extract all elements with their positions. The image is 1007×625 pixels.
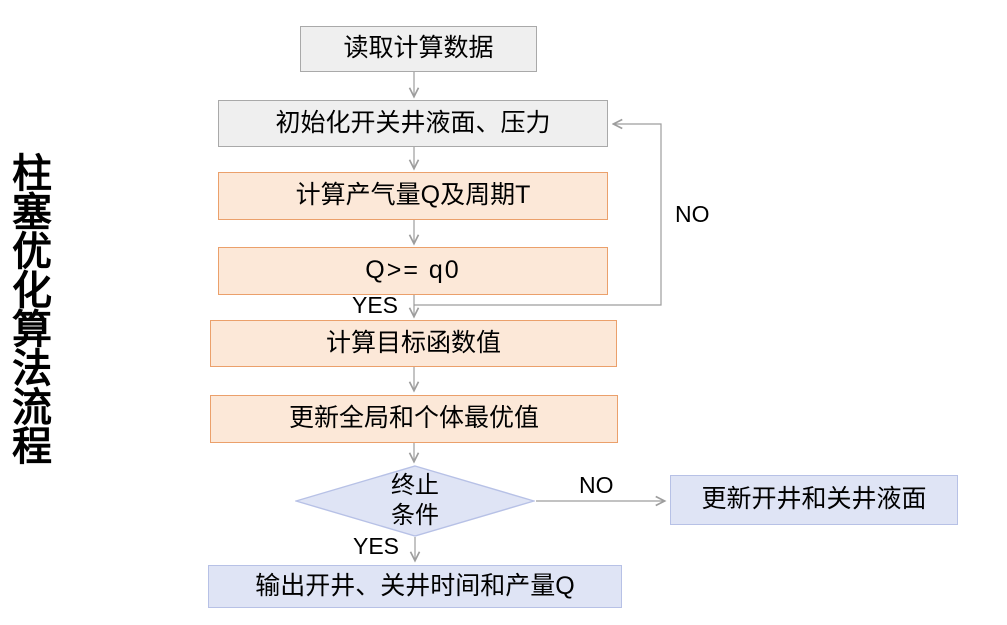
diamond-shape-icon bbox=[295, 465, 535, 537]
diagram-title: 柱塞优化算法流程 bbox=[6, 152, 50, 464]
node-initialize: 初始化开关井液面、压力 bbox=[218, 100, 608, 147]
node-terminate-decision: 终止 条件 bbox=[295, 465, 535, 537]
node-terminate-decision-label: 终止 条件 bbox=[391, 472, 439, 529]
node-compute-gas: 计算产气量Q及周期T bbox=[218, 172, 608, 220]
node-update-best-label: 更新全局和个体最优值 bbox=[288, 404, 539, 433]
node-check-q-threshold: Q>= q0 bbox=[218, 247, 608, 295]
node-initialize-label: 初始化开关井液面、压力 bbox=[275, 108, 551, 137]
node-compute-gas-label: 计算产气量Q及周期T bbox=[295, 181, 531, 210]
node-output-results: 输出开井、关井时间和产量Q bbox=[208, 565, 622, 608]
node-update-liquid-levels-label: 更新开井和关井液面 bbox=[701, 485, 927, 514]
node-output-results-label: 输出开井、关井时间和产量Q bbox=[255, 571, 575, 600]
node-update-liquid-levels: 更新开井和关井液面 bbox=[670, 475, 958, 525]
node-read-data-label: 读取计算数据 bbox=[343, 34, 494, 63]
node-objective-function: 计算目标函数值 bbox=[210, 320, 617, 367]
node-check-q-threshold-label: Q>= q0 bbox=[365, 256, 461, 285]
edge-label-checkq-yes: YES bbox=[352, 292, 399, 318]
node-read-data: 读取计算数据 bbox=[300, 26, 537, 72]
edge-label-terminate-no: NO bbox=[579, 472, 614, 498]
edge-label-checkq-no: NO bbox=[675, 201, 710, 227]
node-update-best: 更新全局和个体最优值 bbox=[210, 395, 618, 443]
node-objective-function-label: 计算目标函数值 bbox=[325, 328, 501, 357]
edge-label-terminate-yes: YES bbox=[353, 533, 400, 559]
